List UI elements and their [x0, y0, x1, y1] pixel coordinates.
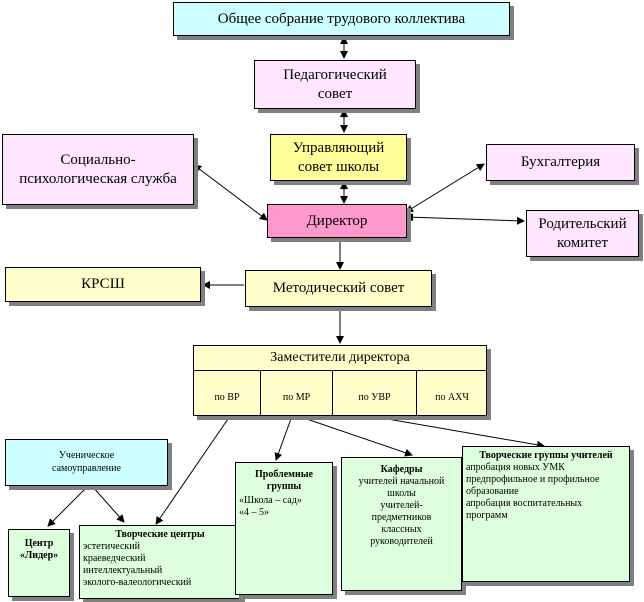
- group-item: краеведческий: [83, 553, 146, 564]
- node-student-self-gov: Ученическое самоуправление: [5, 439, 168, 486]
- arrow-vr-creative: [155, 415, 231, 525]
- node-label: Общее собрание трудового коллектива: [217, 10, 466, 27]
- node-method-council: Методический совет: [245, 270, 432, 307]
- arrow-selfgov-creative: [91, 485, 125, 523]
- node-school-council: Управляющий совет школы: [270, 134, 407, 181]
- group-item: интеллектуальный: [83, 565, 163, 576]
- deputies-divider: [194, 370, 486, 371]
- group-item: апробация новых УМК: [466, 462, 565, 473]
- arrow-mr-departments: [297, 415, 413, 457]
- group-item: «Школа – сад»: [239, 495, 302, 506]
- node-director: Директор: [267, 204, 407, 238]
- node-label: Управляющий совет школы: [292, 139, 385, 175]
- node-label: Ученическое самоуправление: [52, 450, 121, 474]
- group-item: классных руководителей: [370, 524, 433, 547]
- node-general-assembly: Общее собрание трудового коллектива: [173, 2, 510, 36]
- node-krssh: КРСШ: [5, 267, 201, 302]
- node-label: Центр «Лидер»: [19, 538, 59, 561]
- node-teacher-groups: Творческие группы учителей апробация нов…: [462, 446, 630, 582]
- node-accounting: Бухгалтерия: [486, 144, 635, 181]
- group-title: Творческие центры: [115, 529, 205, 540]
- arrow-director-parents: [405, 213, 525, 225]
- arrow-director-social: [193, 164, 268, 221]
- deputy-mr: по МР: [282, 392, 311, 403]
- group-item: предпрофильное и профильное образование: [466, 474, 600, 497]
- group-item: эколого-валеологический: [83, 577, 192, 588]
- node-label: Родительский комитет: [538, 215, 627, 251]
- deputies-title: Заместители директора: [270, 350, 410, 365]
- node-center-leader: Центр «Лидер»: [8, 529, 70, 597]
- deputies-separator: [332, 370, 333, 416]
- deputy-vr: по ВР: [214, 392, 240, 403]
- group-title: Творческие группы учителей: [479, 450, 613, 461]
- group-item: апробация воспитательных программ: [466, 498, 583, 521]
- node-problem-groups: Проблемные группы «Школа – сад» «4 – 5»: [235, 462, 333, 595]
- node-label: Методический совет: [272, 280, 405, 297]
- group-item: эстетический: [83, 541, 140, 552]
- node-label: Социально-психологическая служба: [19, 151, 177, 187]
- group-item: «4 – 5»: [239, 507, 269, 518]
- group-item: учителей начальной школы: [358, 476, 445, 499]
- node-creative-centers: Творческие центры эстетический краеведче…: [79, 525, 241, 599]
- node-label: Директор: [306, 212, 368, 229]
- arrow-mr-problem: [274, 415, 293, 461]
- node-departments: Кафедры учителей начальной школы учителе…: [341, 457, 462, 591]
- deputy-ahch: по АХЧ: [435, 392, 469, 403]
- arrow-selfgov-center: [47, 485, 89, 527]
- node-label: КРСШ: [81, 276, 125, 293]
- arrow-uvr-teachergroups: [369, 415, 545, 449]
- node-parent-committee: Родительский комитет: [526, 210, 639, 257]
- deputies-separator: [416, 370, 417, 416]
- group-item: учителей-предметников: [371, 500, 432, 523]
- arrow-director-accounting: [405, 163, 485, 213]
- node-label: Педагогический совет: [283, 66, 387, 102]
- node-label: Бухгалтерия: [520, 154, 601, 171]
- group-title: Кафедры: [380, 464, 423, 475]
- node-deputies: Заместители директора по ВР по МР по УВР…: [193, 345, 487, 416]
- deputies-separator: [260, 370, 261, 416]
- node-social-service: Социально-психологическая служба: [2, 134, 194, 205]
- group-title: Проблемные группы: [255, 469, 313, 492]
- deputy-uvr: по УВР: [358, 392, 391, 403]
- node-ped-council: Педагогический совет: [254, 60, 416, 109]
